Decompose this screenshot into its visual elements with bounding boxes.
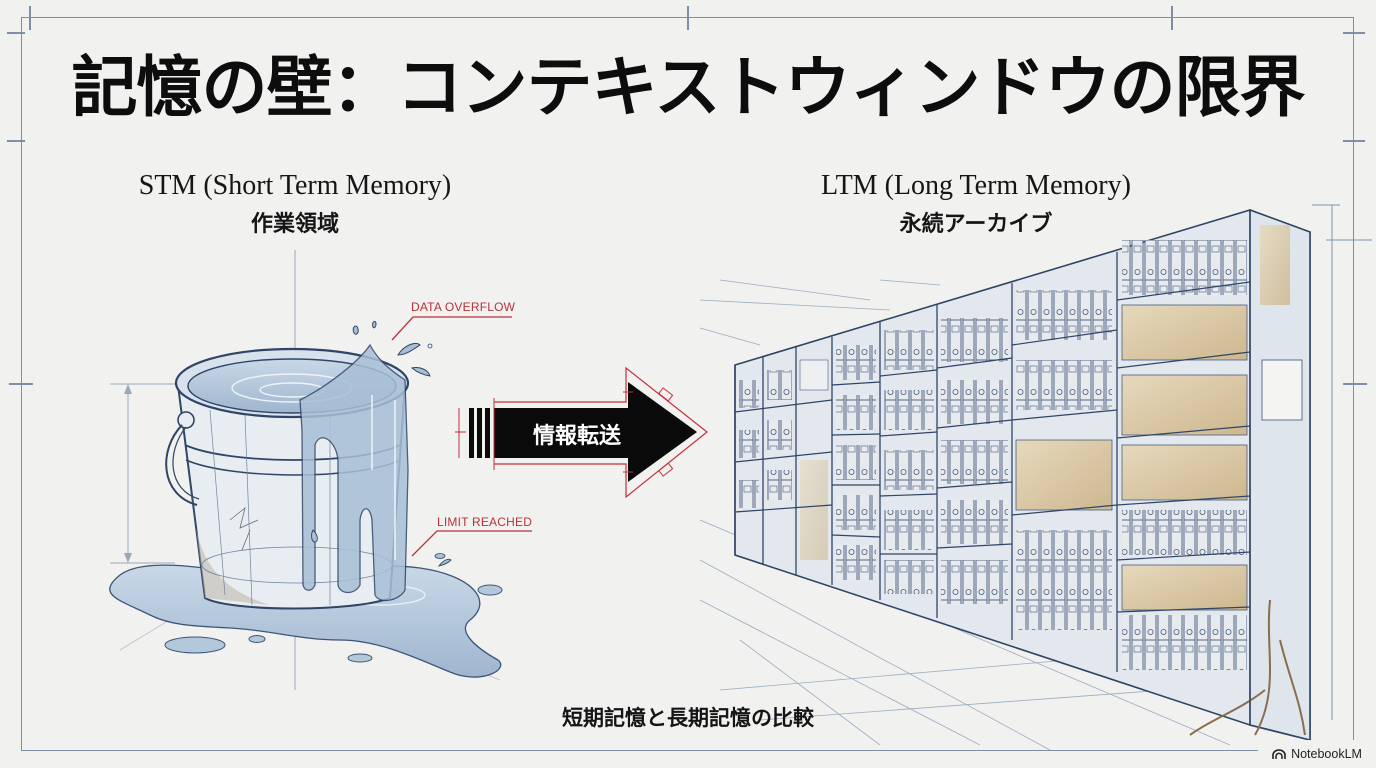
notebooklm-badge: NotebookLM (1258, 740, 1376, 768)
frame-tick (687, 6, 689, 30)
notebooklm-logo-icon (1272, 748, 1286, 759)
stm-subheading: 作業領域 (250, 212, 339, 237)
page-title: 記憶の壁：コンテキストウィンドウの限界 (71, 49, 1305, 126)
frame-tick (7, 140, 25, 142)
frame-tick (1343, 32, 1365, 34)
bucket-illustration (109, 250, 532, 690)
frame-tick (1171, 6, 1173, 30)
frame-tick (7, 32, 25, 34)
frame-tick (29, 6, 31, 30)
comparison-caption: 短期記憶と長期記憶の比較 (562, 706, 814, 730)
transfer-arrow (455, 366, 708, 499)
frame-tick (9, 383, 33, 385)
frame-tick (1343, 383, 1367, 385)
ltm-subheading: 永続アーカイブ (899, 212, 1053, 237)
archive-shelves-illustration (699, 204, 1372, 751)
ltm-heading: LTM (Long Term Memory) (821, 170, 1131, 201)
transfer-arrow-label: 情報転送 (532, 424, 621, 449)
data-overflow-callout: DATA OVERFLOW (411, 300, 516, 314)
frame-tick (1343, 140, 1365, 142)
stm-heading: STM (Short Term Memory) (138, 170, 452, 201)
limit-reached-callout: LIMIT REACHED (437, 515, 533, 529)
notebooklm-label: NotebookLM (1291, 747, 1362, 761)
